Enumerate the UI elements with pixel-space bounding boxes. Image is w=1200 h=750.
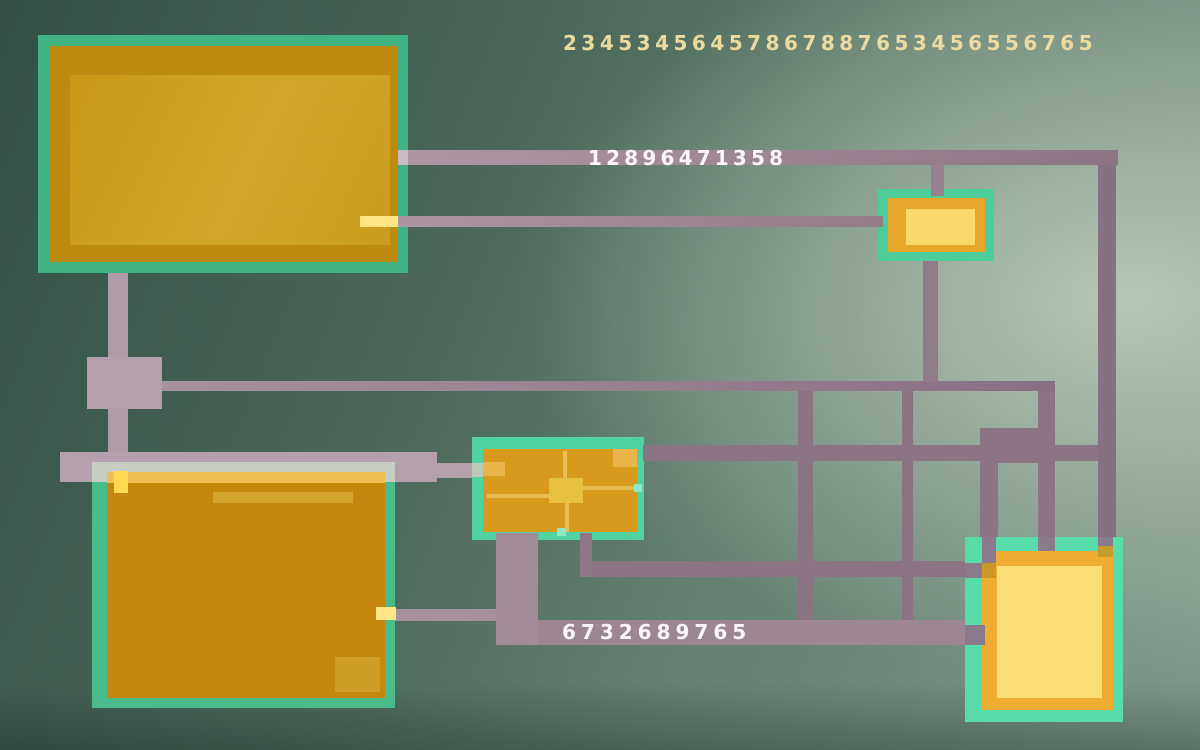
mid-chip-line-east [583, 486, 634, 490]
band-continuation [437, 463, 472, 478]
trace-top-bus [398, 150, 1118, 165]
trace-bottom-left-exit [395, 609, 496, 621]
stub-v3-pad-dark [982, 563, 996, 578]
mid-chip-line-north [563, 451, 567, 478]
trace-top-right-chip-up [931, 163, 944, 196]
stub-v5-corner-dark [1098, 546, 1113, 557]
trace-vertical-to-pad [1038, 391, 1055, 537]
band-right [395, 462, 437, 482]
stub-v4-over-teal [1038, 537, 1055, 551]
chip-bottom-left-pad [335, 657, 380, 692]
mid-chip-entry-light [613, 449, 637, 467]
band-entry-over-teal [472, 463, 483, 477]
stub-v5-over-teal [1098, 537, 1113, 546]
trace-vertical-grid-a [798, 391, 813, 623]
trace-top-right-chip-down [923, 261, 938, 382]
band-entry-over-orange [483, 462, 505, 476]
trace-wide-column [496, 533, 538, 645]
stub-h3-over-teal [965, 563, 982, 578]
trace-lower-horizontal [580, 561, 965, 577]
trace-node-square [87, 357, 162, 409]
mid-chip-line-west [487, 494, 549, 498]
stub-v3-over-teal [982, 537, 996, 563]
band-over-orange [107, 472, 385, 483]
stub-h4-over-teal [965, 625, 985, 645]
band-left [60, 462, 92, 482]
digit-sequence-bottom: 6732689765 [562, 620, 752, 644]
trace-right-vertical [1098, 165, 1116, 537]
trace-pad-down-left [980, 463, 998, 537]
mid-chip-tick-east [634, 484, 642, 492]
trace-second-bus [398, 216, 883, 227]
band-top [60, 452, 437, 462]
chip-bottom-left-slot [213, 492, 353, 503]
tick-second-bus [360, 216, 398, 227]
chip-bottom-right-core [997, 566, 1102, 698]
chip-large-top-left-inner [70, 75, 390, 245]
tick-bottom-left-exit [376, 607, 396, 620]
trace-horizontal-middle [162, 381, 1055, 391]
trace-bottom-bus [496, 620, 965, 645]
mid-chip-tick-south [557, 528, 566, 536]
trace-mid-chip-stub [580, 533, 592, 577]
mid-chip-core [549, 478, 583, 503]
chip-bottom-left-bright-pad [114, 471, 128, 493]
trace-top-bus-over-teal [398, 150, 408, 165]
chip-top-right-core [906, 209, 975, 245]
digit-sequence-top: 23453456457867887653456556765 [563, 31, 1098, 55]
mid-chip-line-south [565, 503, 569, 532]
digit-sequence-middle: 12896471358 [588, 146, 788, 170]
trace-vertical-grid-b [902, 391, 913, 623]
